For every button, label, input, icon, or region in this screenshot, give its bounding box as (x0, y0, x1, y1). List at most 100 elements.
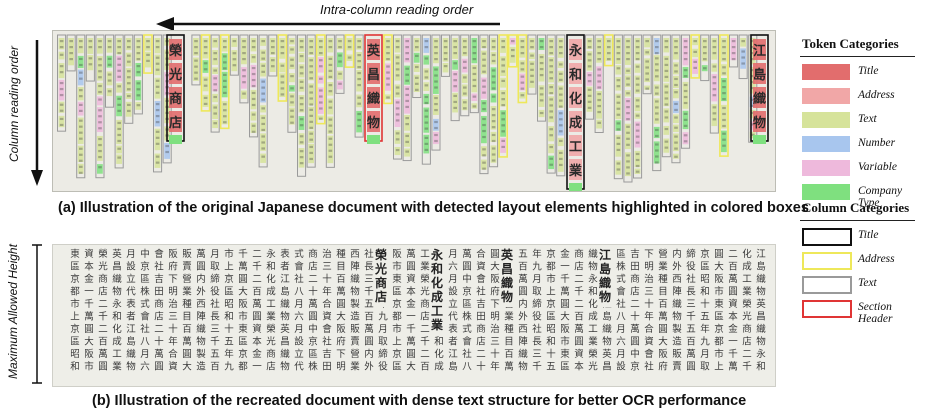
glyph-mark (559, 157, 563, 161)
recreated-glyph: 大 (560, 311, 570, 323)
token-box (740, 48, 746, 69)
token-box (404, 38, 410, 63)
token-box (500, 90, 506, 107)
glyph-mark (203, 40, 208, 43)
recreated-glyph: 月 (700, 349, 710, 360)
glyph-mark (434, 139, 438, 143)
glyph-mark (664, 127, 669, 131)
glyph-mark (587, 53, 592, 56)
recreated-glyph: 二 (420, 349, 430, 360)
glyph-mark (549, 134, 553, 137)
glyph-mark (309, 145, 313, 149)
glyph-mark (491, 153, 496, 156)
glyph-mark (328, 118, 333, 121)
recreated-glyph: 取 (532, 287, 542, 298)
recreated-glyph: 百 (504, 349, 514, 360)
glyph-mark (616, 107, 621, 110)
column-box (585, 34, 595, 120)
recreated-glyph: 榮 (420, 273, 430, 285)
recreated-glyph: 京 (392, 348, 402, 360)
recreated-glyph: 吉 (630, 249, 640, 260)
column-box (661, 34, 671, 158)
token-swatch-text (802, 112, 850, 128)
recreated-glyph: 萬 (518, 273, 528, 285)
column-box (344, 34, 355, 68)
glyph-mark (299, 66, 304, 69)
glyph-mark (635, 52, 640, 55)
glyph-mark (674, 155, 678, 158)
recreated-glyph: 二 (574, 274, 584, 285)
glyph-mark (751, 52, 755, 55)
recreated-glyph: 昭 (546, 324, 556, 335)
glyph-mark (395, 101, 400, 104)
glyph-mark (463, 52, 467, 55)
glyph-mark (645, 72, 649, 75)
recreated-title-glyph: 島 (599, 261, 611, 276)
token-box (721, 38, 727, 62)
glyph-mark (443, 65, 448, 68)
recreated-glyph: 圓 (658, 324, 668, 335)
token-box (97, 164, 103, 174)
recreated-glyph: 者 (280, 262, 290, 273)
glyph-mark (328, 46, 333, 49)
glyph-mark (242, 81, 246, 84)
recreated-glyph: 六 (140, 361, 150, 373)
token-box (77, 101, 84, 116)
glyph-mark (559, 72, 563, 75)
recreated-glyph: 二 (252, 249, 262, 260)
recreated-glyph: 圓 (728, 287, 738, 298)
recreated-glyph: 長 (686, 287, 696, 298)
glyph-mark (559, 78, 563, 81)
glyph-mark (309, 114, 313, 117)
recreated-glyph: 商 (630, 273, 640, 285)
token-box (250, 64, 257, 88)
glyph-mark (664, 63, 669, 67)
token-box (663, 138, 670, 153)
glyph-mark (683, 83, 688, 87)
recreated-title-glyph: 化 (431, 275, 443, 290)
title-glyph: 江 (753, 43, 766, 59)
recreated-glyph: 英 (112, 248, 122, 260)
column-box (507, 34, 518, 68)
glyph-mark (616, 113, 621, 116)
glyph-mark (213, 69, 217, 72)
glyph-mark (472, 52, 477, 55)
token-box (202, 94, 209, 107)
recreated-glyph: 千 (238, 249, 248, 260)
recreated-title-glyph: 光 (374, 261, 387, 276)
token-box (125, 101, 132, 117)
glyph-mark (635, 77, 640, 80)
glyph-mark (453, 85, 457, 88)
glyph-mark (674, 91, 678, 94)
recreated-glyph: 二 (630, 299, 640, 310)
glyph-mark (328, 63, 333, 67)
recreated-glyph: 月 (448, 274, 458, 285)
glyph-mark (559, 130, 563, 133)
glyph-mark (88, 63, 93, 66)
recreated-glyph: 株 (462, 311, 472, 323)
recreated-glyph: 物 (518, 361, 528, 373)
recreated-glyph: 市 (546, 273, 556, 285)
glyph-mark (472, 58, 477, 61)
recreated-glyph: 織 (672, 298, 682, 310)
recreated-glyph: 長 (532, 337, 542, 348)
recreated-glyph: 昭 (224, 299, 234, 310)
glyph-mark (597, 46, 601, 49)
token-box (250, 38, 257, 52)
token-box (548, 57, 554, 83)
glyph-mark (530, 74, 534, 77)
glyph-mark (549, 52, 553, 55)
glyph-mark (751, 86, 755, 90)
recreated-glyph: 都 (714, 337, 724, 348)
column-box (556, 34, 566, 177)
glyph-mark (549, 92, 553, 95)
recreated-glyph: 資 (406, 273, 416, 285)
recreated-glyph: 京 (630, 361, 640, 373)
recreated-glyph: 治 (644, 273, 654, 285)
recreated-glyph: 外 (364, 361, 374, 373)
token-box (298, 53, 305, 63)
title-bg (500, 247, 514, 307)
recreated-glyph: 役 (532, 311, 542, 323)
token-box (711, 104, 718, 127)
glyph-mark (722, 118, 726, 122)
